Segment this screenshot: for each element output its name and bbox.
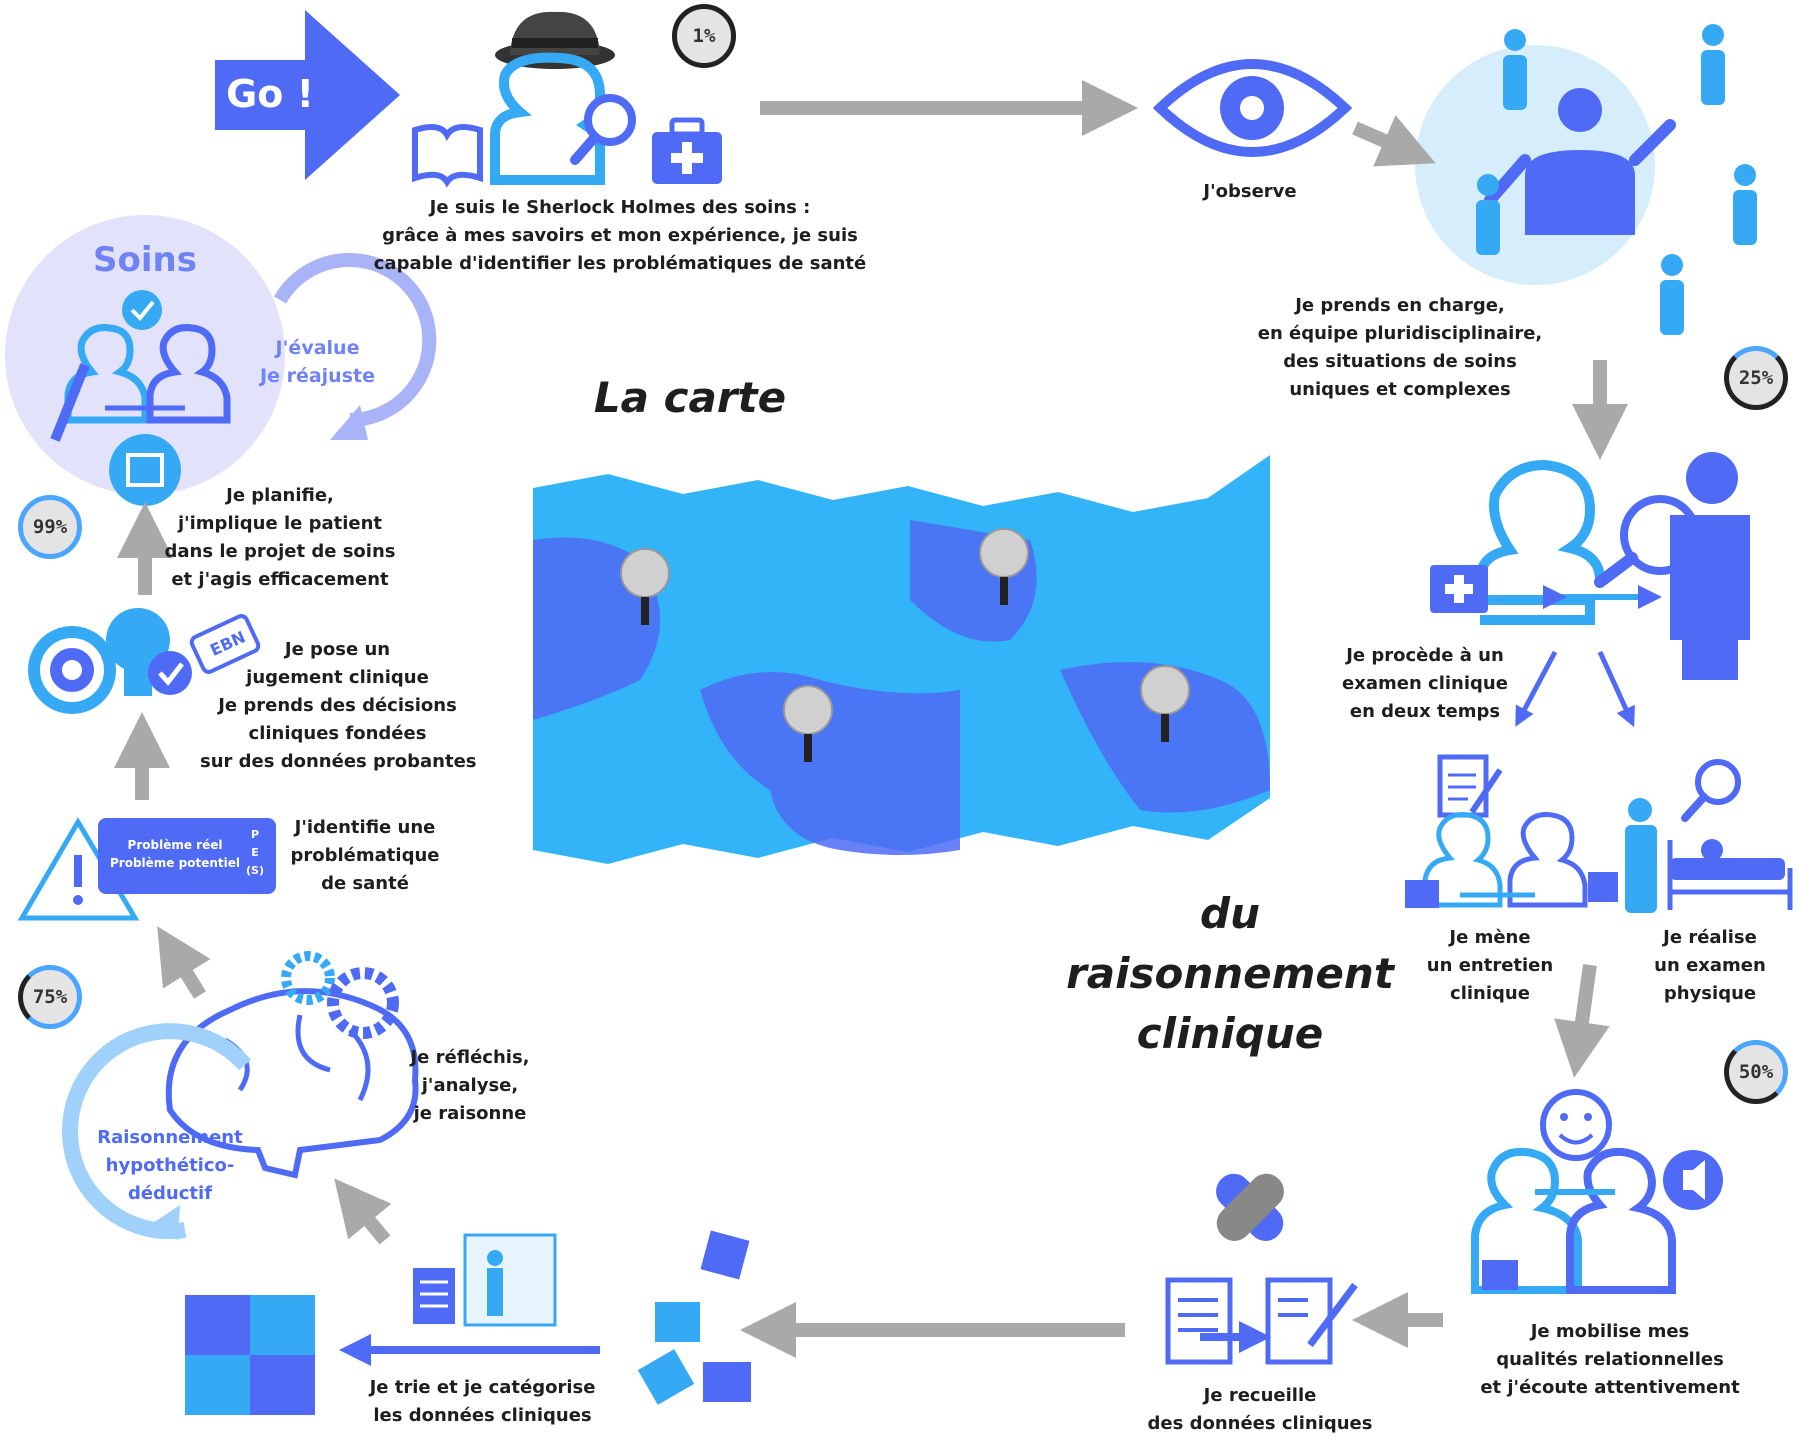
progress-badge-25: 25%	[1724, 346, 1788, 410]
sherlock-detective-icon	[490, 11, 636, 185]
soins-label: Soins	[93, 240, 197, 280]
lightbulb-icon	[106, 608, 192, 696]
cycle-arrow-icon	[62, 1023, 251, 1240]
clinical-exam-icon	[1430, 452, 1750, 680]
target-icon	[28, 626, 116, 714]
title-line-2: du	[1200, 889, 1260, 938]
data-collection-icon	[1165, 1173, 1358, 1365]
title-line-1: La carte	[593, 373, 787, 422]
flow-arrows	[114, 80, 1628, 1358]
step-observe: J'observe	[1203, 181, 1297, 202]
care-team-icon	[1415, 24, 1757, 335]
progress-badge-50: 50%	[1724, 1040, 1788, 1104]
go-label: Go !	[226, 72, 314, 116]
puzzle-pieces-icon	[637, 1230, 751, 1405]
step-reflechis: Je réfléchis,j'analyse,je raisonne	[410, 1047, 530, 1124]
step-sherlock: Je suis le Sherlock Holmes des soins :gr…	[373, 197, 867, 274]
relational-skills-icon	[1471, 1089, 1723, 1294]
progress-badge-75: 75%	[18, 965, 82, 1029]
title-line-4: clinique	[1136, 1009, 1324, 1058]
progress-badge-1: 1%	[672, 4, 736, 68]
sorting-documents-icon	[413, 1233, 557, 1327]
completed-puzzle-icon	[185, 1295, 315, 1415]
book-icon	[412, 123, 483, 188]
ebn-tag	[189, 614, 261, 674]
step-charge: Je prends en charge,en équipe pluridisci…	[1257, 295, 1543, 400]
title-line-3: raisonnement	[1066, 949, 1394, 998]
care-plan-icon	[5, 215, 285, 506]
go-arrow-icon: Go !	[215, 10, 400, 180]
physical-exam-icon	[1588, 759, 1793, 913]
map-illustration	[533, 455, 1270, 864]
evaluate-cycle-icon	[273, 253, 437, 440]
eye-icon	[1152, 59, 1353, 157]
interview-icon	[1405, 754, 1588, 908]
problem-box	[98, 818, 276, 894]
progress-badge-99: 99%	[18, 495, 82, 559]
gears-icon	[281, 951, 399, 1039]
blue-arrows	[339, 650, 1635, 1366]
medical-kit-icon	[652, 117, 722, 184]
